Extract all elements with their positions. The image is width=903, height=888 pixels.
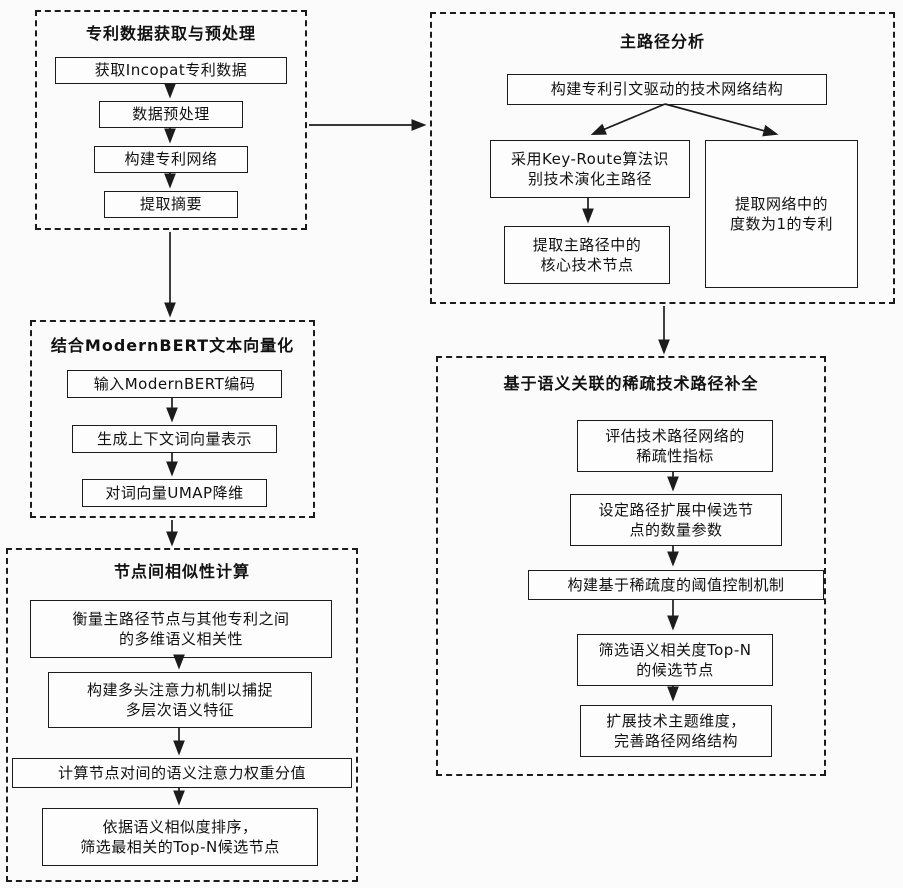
flow-node: 提取主路径中的 核心技术节点	[504, 226, 670, 284]
group-node-similarity: 节点间相似性计算 衡量主路径节点与其他专利之间 的多维语义相关性 构建多头注意力…	[6, 548, 358, 882]
flow-node: 提取网络中的 度数为1的专利	[705, 140, 858, 288]
flow-node: 生成上下文词向量表示	[72, 425, 277, 453]
flow-node: 依据语义相似度排序， 筛选最相关的Top-N候选节点	[42, 808, 318, 866]
flow-node: 构建多头注意力机制以捕捉 多层次语义特征	[48, 672, 312, 728]
group-title: 专利数据获取与预处理	[85, 24, 256, 43]
group-title: 主路径分析	[619, 32, 705, 51]
flow-node: 获取Incopat专利数据	[55, 57, 287, 84]
flow-node: 构建基于稀疏度的阈值控制机制	[528, 570, 824, 600]
flow-node: 扩展技术主题维度， 完善路径网络结构	[580, 705, 772, 757]
flow-node: 计算节点对间的语义注意力权重分值	[12, 758, 352, 788]
flow-node: 提取摘要	[104, 191, 238, 218]
flow-node: 采用Key-Route算法识 别技术演化主路径	[490, 140, 690, 198]
flow-node: 设定路径扩展中候选节 点的数量参数	[570, 494, 782, 546]
group-title: 节点间相似性计算	[113, 562, 250, 581]
flow-node: 数据预处理	[99, 101, 243, 128]
flow-node: 输入ModernBERT编码	[67, 370, 282, 398]
flow-node: 构建专利网络	[94, 146, 248, 173]
group-title: 结合ModernBERT文本向量化	[50, 336, 295, 355]
flow-node: 评估技术路径网络的 稀疏性指标	[577, 420, 773, 472]
group-sparse-path-completion: 基于语义关联的稀疏技术路径补全 评估技术路径网络的 稀疏性指标 设定路径扩展中候…	[436, 356, 826, 776]
group-modernbert-vectorization: 结合ModernBERT文本向量化 输入ModernBERT编码 生成上下文词向…	[30, 320, 315, 518]
flow-node: 构建专利引文驱动的技术网络结构	[507, 74, 827, 105]
group-patent-preprocessing: 专利数据获取与预处理 获取Incopat专利数据 数据预处理 构建专利网络 提取…	[35, 10, 307, 230]
flow-node: 筛选语义相关度Top-N 的候选节点	[577, 634, 773, 686]
group-main-path-analysis: 主路径分析 构建专利引文驱动的技术网络结构 采用Key-Route算法识 别技术…	[430, 12, 895, 304]
group-title: 基于语义关联的稀疏技术路径补全	[503, 374, 759, 393]
flow-node: 对词向量UMAP降维	[82, 479, 267, 507]
flow-node: 衡量主路径节点与其他专利之间 的多维语义相关性	[30, 600, 332, 658]
